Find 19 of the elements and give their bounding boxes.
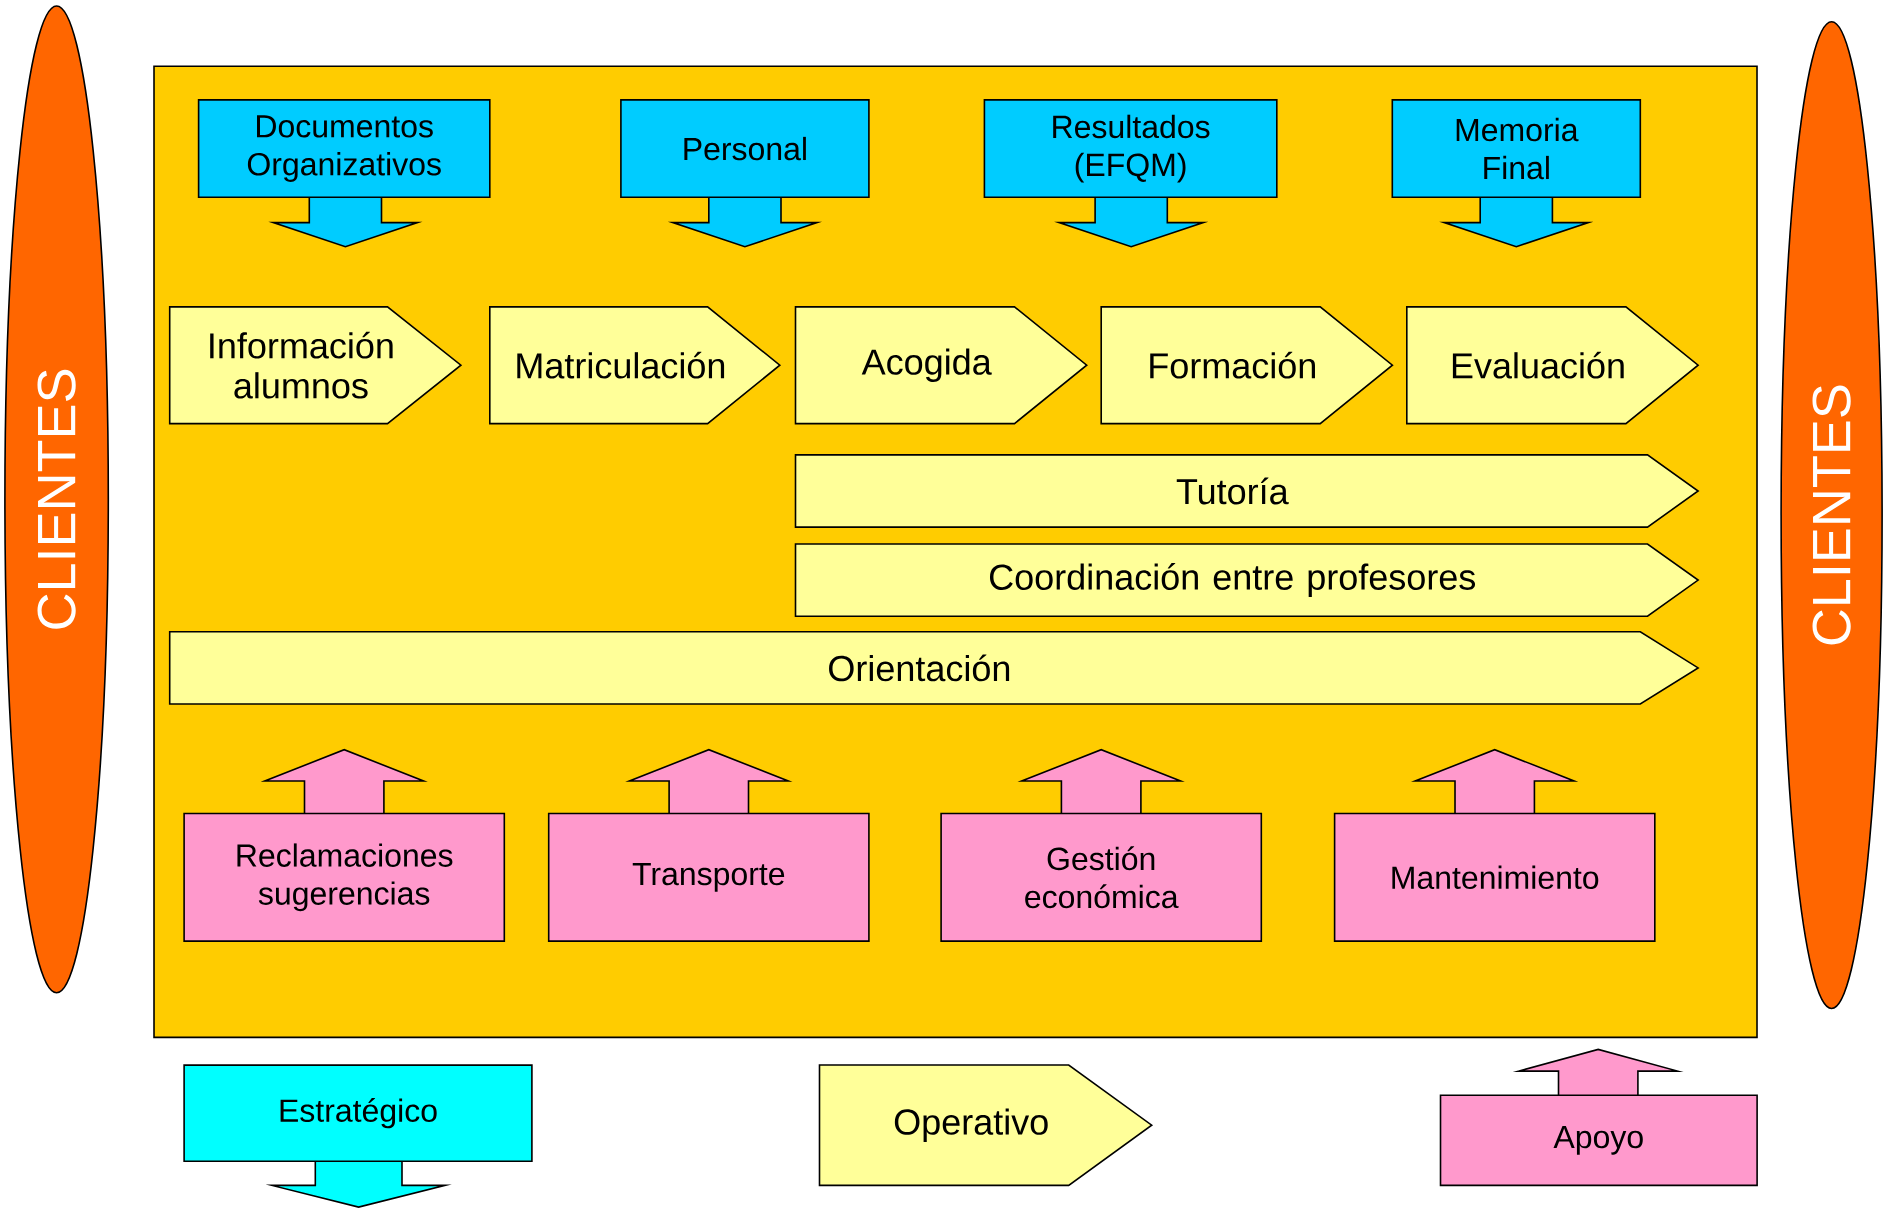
process-step: Evaluación [1406, 306, 1700, 425]
support-callout: Mantenimiento [1333, 748, 1656, 942]
process-step: Formación [1100, 306, 1394, 425]
input-callout: Memoria Final [1391, 99, 1642, 248]
legend-item: Operativo [818, 1064, 1154, 1187]
support-callout: Transporte [547, 748, 870, 942]
input-callout: Personal [620, 99, 870, 248]
process-step: Coordinación entre profesores [794, 543, 1700, 617]
legend-item: Apoyo [1439, 1048, 1758, 1187]
support-callout: Gestión económica [940, 748, 1263, 942]
process-step: Información alumnos [168, 306, 463, 425]
process-step: Acogida [794, 306, 1088, 425]
process-step: Matriculación [489, 306, 782, 425]
input-callout: Documentos Organizativos [197, 99, 491, 248]
process-step: Tutoría [794, 454, 1700, 528]
process-step: Orientación [168, 631, 1700, 705]
support-callout: Reclamaciones sugerencias [183, 748, 506, 942]
legend-item: Estratégico [183, 1064, 533, 1208]
input-callout: Resultados (EFQM) [983, 99, 1278, 248]
